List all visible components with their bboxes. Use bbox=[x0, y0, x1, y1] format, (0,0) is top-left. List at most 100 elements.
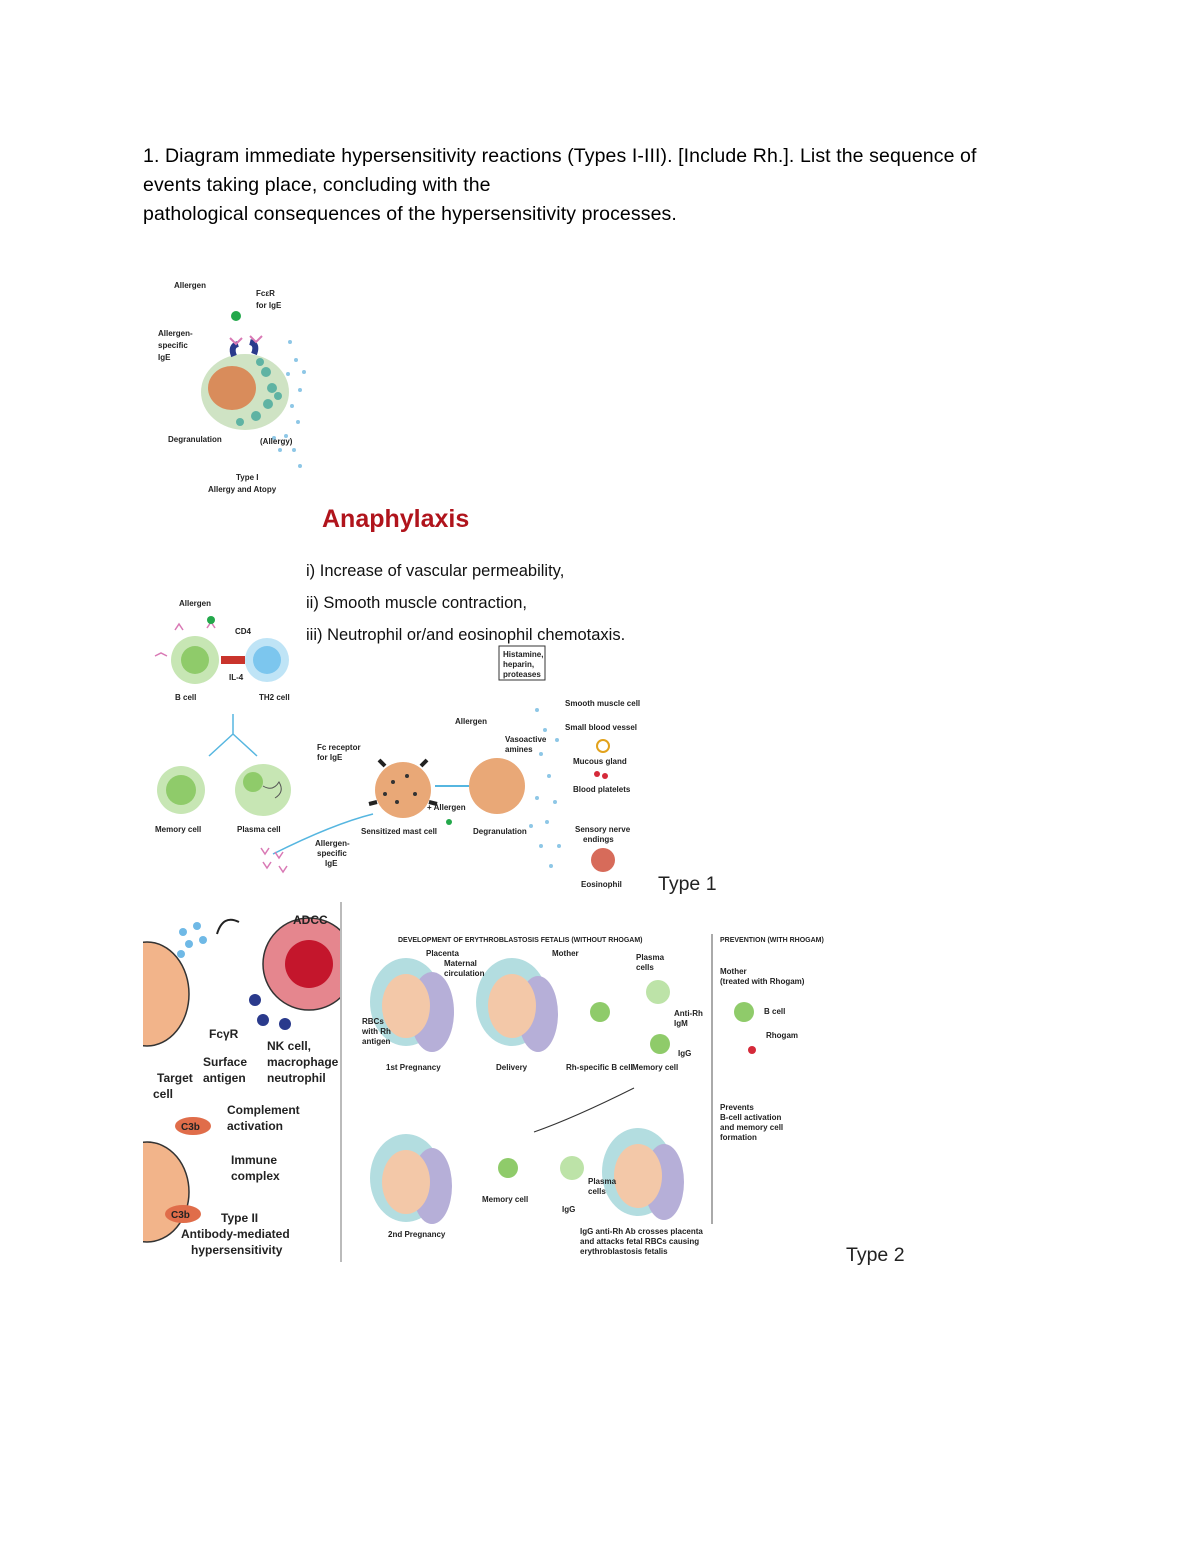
allergen-icon bbox=[231, 311, 241, 321]
rbcs-label-2: with Rh bbox=[362, 1027, 391, 1036]
target-endings: endings bbox=[583, 835, 614, 844]
th2-label: TH2 cell bbox=[259, 693, 290, 702]
target-platelets: Blood platelets bbox=[573, 785, 631, 794]
type1-pathway-figure: Allergen CD4 IL-4 B cell TH2 cell Memory… bbox=[145, 590, 655, 892]
cross-3: erythroblastosis fetalis bbox=[580, 1247, 668, 1256]
bcell-label: B cell bbox=[175, 693, 196, 702]
fcyr-label: FcγR bbox=[209, 1027, 239, 1041]
plasma-b2: cells bbox=[588, 1187, 606, 1196]
rh-erythroblastosis-figure: DEVELOPMENT OF ERYTHROBLASTOSIS FETALIS … bbox=[362, 932, 848, 1262]
maternal-label-2: circulation bbox=[444, 969, 485, 978]
rbcs-label-1: RBCs bbox=[362, 1017, 384, 1026]
type1-allergy-figure: Allergen FcεR for IgE Allergen- specific… bbox=[150, 272, 310, 502]
complement-label-2: activation bbox=[227, 1119, 283, 1133]
heparin-label: heparin, bbox=[503, 660, 534, 669]
adcc-label: ADCC bbox=[293, 913, 328, 927]
ige-label-2: specific bbox=[158, 341, 188, 350]
second-pregnancy-label: 2nd Pregnancy bbox=[388, 1230, 446, 1239]
c3b-label-2: C3b bbox=[171, 1210, 190, 1221]
question-line-2: events taking place, concluding with the bbox=[143, 171, 1073, 200]
allergy-label: (Allergy) bbox=[260, 437, 293, 446]
c3b-label-1: C3b bbox=[181, 1122, 200, 1133]
proteases-label: proteases bbox=[503, 670, 541, 679]
anaphylaxis-item-1: i) Increase of vascular permeability, bbox=[306, 562, 564, 581]
igg-label: IgG bbox=[678, 1049, 691, 1058]
question-line-1: 1. Diagram immediate hypersensitivity re… bbox=[143, 142, 1073, 171]
rbcs-label-3: antigen bbox=[362, 1037, 391, 1046]
prevents-4: formation bbox=[720, 1133, 757, 1142]
mother-rhogam-1: Mother bbox=[720, 967, 747, 976]
delivery-label: Delivery bbox=[496, 1063, 528, 1072]
il4-label: IL-4 bbox=[229, 673, 244, 682]
anaphylaxis-title: Anaphylaxis bbox=[322, 505, 469, 534]
rh-bcell-label: Rh-specific B cell bbox=[566, 1063, 633, 1072]
t1-allergen-label: Allergen bbox=[179, 599, 211, 608]
target-label-1: Target bbox=[157, 1071, 193, 1085]
cd4-label: CD4 bbox=[235, 627, 252, 636]
question-line-3: pathological consequences of the hyperse… bbox=[143, 200, 1073, 229]
type-ii-sub-1: Antibody-mediated bbox=[181, 1227, 290, 1241]
prevents-2: B-cell activation bbox=[720, 1113, 781, 1122]
type-ii-sub-2: hypersensitivity bbox=[191, 1243, 283, 1257]
target-mucous-gland: Mucous gland bbox=[573, 757, 627, 766]
vasoactive-label-2: amines bbox=[505, 745, 533, 754]
memory-label: Memory cell bbox=[155, 825, 201, 834]
t1-ige-1: Allergen- bbox=[315, 839, 350, 848]
immune-label-2: complex bbox=[231, 1169, 280, 1183]
allergy-atopy-label: Allergy and Atopy bbox=[208, 485, 277, 494]
fc-receptor-label: Fc receptor bbox=[317, 743, 361, 752]
plus-allergen-label: + Allergen bbox=[427, 803, 466, 812]
memory-cell-label-2: Memory cell bbox=[482, 1195, 528, 1204]
vasoactive-label: Vasoactive bbox=[505, 735, 547, 744]
degranulation-label-2: Degranulation bbox=[473, 827, 527, 836]
nk-label-2: macrophage bbox=[267, 1055, 339, 1069]
sensitized-label: Sensitized mast cell bbox=[361, 827, 437, 836]
prevents-1: Prevents bbox=[720, 1103, 754, 1112]
placenta-label: Placenta bbox=[426, 949, 459, 958]
t1-allergen-label-2: Allergen bbox=[455, 717, 487, 726]
anti-rh-label-2: IgM bbox=[674, 1019, 688, 1028]
target-label-2: cell bbox=[153, 1087, 173, 1101]
cross-2: and attacks fetal RBCs causing bbox=[580, 1237, 699, 1246]
target-smooth-muscle: Smooth muscle cell bbox=[565, 699, 640, 708]
bcell-rh-label: B cell bbox=[764, 1007, 785, 1016]
nk-label-3: neutrophil bbox=[267, 1071, 326, 1085]
allergen-label: Allergen bbox=[174, 281, 206, 290]
plasma-label-1: Plasma bbox=[636, 953, 665, 962]
ige-label-1: Allergen- bbox=[158, 329, 193, 338]
maternal-label-1: Maternal bbox=[444, 959, 477, 968]
plasma-label-2: cells bbox=[636, 963, 654, 972]
memory-cell-label: Memory cell bbox=[632, 1063, 678, 1072]
question-text: 1. Diagram immediate hypersensitivity re… bbox=[143, 142, 1073, 229]
fc-receptor-label-2: for IgE bbox=[317, 753, 343, 762]
target-eosinophil: Eosinophil bbox=[581, 880, 622, 889]
histamine-label: Histamine, bbox=[503, 650, 543, 659]
type2-antibody-figure: ADCC FcγR NK cell, macrophage neutrophil… bbox=[143, 902, 342, 1262]
t1-ige-3: IgE bbox=[325, 859, 338, 868]
first-pregnancy-label: 1st Pregnancy bbox=[386, 1063, 441, 1072]
rh-header-right: PREVENTION (WITH RHOGAM) bbox=[720, 937, 824, 944]
type-ii-label: Type II bbox=[221, 1211, 258, 1225]
type1-label: Type 1 bbox=[658, 873, 717, 896]
fceri-label-2: for IgE bbox=[256, 301, 282, 310]
type-i-label: Type I bbox=[236, 473, 259, 482]
nk-label-1: NK cell, bbox=[267, 1039, 311, 1053]
immune-label-1: Immune bbox=[231, 1153, 277, 1167]
plasma-b1: Plasma bbox=[588, 1177, 617, 1186]
igg-label-2: IgG bbox=[562, 1205, 575, 1214]
target-small-vessel: Small blood vessel bbox=[565, 723, 637, 732]
prevents-3: and memory cell bbox=[720, 1123, 783, 1132]
fceri-label: FcεR bbox=[256, 289, 275, 298]
mother-label: Mother bbox=[552, 949, 579, 958]
cross-1: IgG anti-Rh Ab crosses placenta bbox=[580, 1227, 703, 1236]
rhogam-label: Rhogam bbox=[766, 1031, 798, 1040]
target-sensory-nerve: Sensory nerve bbox=[575, 825, 631, 834]
t1-ige-2: specific bbox=[317, 849, 347, 858]
type2-label: Type 2 bbox=[846, 1244, 905, 1267]
rh-header-left: DEVELOPMENT OF ERYTHROBLASTOSIS FETALIS … bbox=[398, 937, 642, 944]
ige-label-3: IgE bbox=[158, 353, 171, 362]
anti-rh-label-1: Anti-Rh bbox=[674, 1009, 703, 1018]
surface-label-1: Surface bbox=[203, 1055, 247, 1069]
surface-label-2: antigen bbox=[203, 1071, 246, 1085]
degranulation-label: Degranulation bbox=[168, 435, 222, 444]
